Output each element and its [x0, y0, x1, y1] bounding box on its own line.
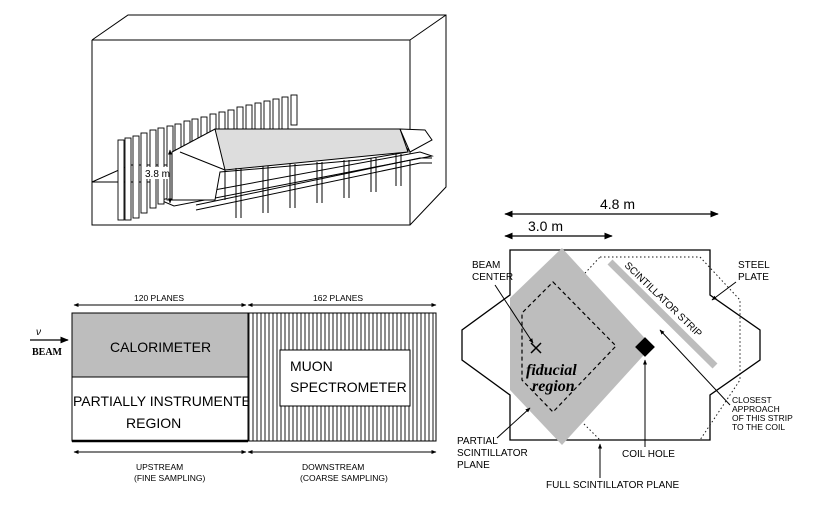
plane-view-diagram: 4.8 m 3.0 m SCINTILLATOR STRIP BEAM CENT… — [457, 196, 793, 491]
spectrometer-body — [171, 128, 433, 201]
coil-hole — [635, 337, 655, 357]
partial-scintillator-label-1: PARTIAL — [457, 436, 498, 447]
support-legs — [195, 154, 432, 218]
height-label: 3.8 m — [145, 169, 170, 180]
closest-approach-label-3: OF THIS STRIP — [732, 413, 793, 423]
upstream-label-1: UPSTREAM — [136, 462, 183, 472]
scintillator-strip — [607, 259, 718, 369]
partial-scintillator-label-3: PLANE — [457, 460, 490, 471]
fiducial-region — [521, 281, 617, 413]
coil-hole-label: COIL HOLE — [622, 449, 675, 460]
calorimeter-label: CALORIMETER — [110, 339, 211, 355]
side-view-diagram: 120 PLANES 162 PLANES ν BEAM CALORIMETER… — [30, 293, 437, 483]
nu-symbol: ν — [36, 327, 41, 338]
partial-scintillator-leader — [496, 407, 531, 439]
muon-label-2: SPECTROMETER — [290, 379, 407, 395]
upstream-label-2: (FINE SAMPLING) — [134, 473, 205, 483]
beam-label: BEAM — [32, 347, 63, 358]
steel-plate-leader — [711, 281, 737, 301]
closest-approach-label-4: TO THE COIL — [732, 422, 785, 432]
closest-approach-label-1: CLOSEST — [732, 395, 772, 405]
closest-approach-leader — [659, 329, 731, 406]
upstream-planes-label: 120 PLANES — [134, 293, 184, 303]
partial-region-label-2: REGION — [126, 415, 181, 431]
calorimeter-region — [71, 312, 249, 378]
sampling-dimensions: UPSTREAM (FINE SAMPLING) DOWNSTREAM (COA… — [73, 450, 437, 483]
downstream-label-2: (COARSE SAMPLING) — [300, 473, 388, 483]
closest-approach-label-2: APPROACH — [732, 404, 780, 414]
downstream-planes-label: 162 PLANES — [313, 293, 363, 303]
muon-label-1: MUON — [290, 358, 333, 374]
partial-scintillator-label-2: SCINTILLATOR — [457, 448, 528, 459]
partial-region-label-1: PARTIALLY INSTRUMENTED — [73, 393, 261, 409]
downstream-label-1: DOWNSTREAM — [302, 462, 364, 472]
width-dimensions: 4.8 m 3.0 m — [504, 196, 719, 240]
partial-scintillator-plane — [510, 248, 652, 445]
fiducial-label-1: fiducial — [526, 362, 577, 379]
detector-3d-drawing: 3.8 m — [91, 14, 447, 226]
plane-count-dimensions: 120 PLANES 162 PLANES — [73, 293, 437, 307]
muon-label-box — [279, 349, 411, 407]
fiducial-label-2: region — [532, 378, 575, 395]
beam-arrow: ν BEAM — [30, 327, 69, 358]
steel-plate-label-2: PLATE — [738, 272, 769, 283]
width-outer-label: 4.8 m — [600, 196, 635, 212]
full-scintillator-label: FULL SCINTILLATOR PLANE — [546, 480, 680, 491]
width-inner-label: 3.0 m — [528, 218, 563, 234]
beam-center-marker — [530, 342, 542, 354]
beam-center-label-2: CENTER — [472, 272, 513, 283]
height-dimension: 3.8 m — [144, 149, 172, 204]
beam-center-leader — [494, 284, 534, 344]
partially-instrumented-region — [71, 376, 249, 442]
beam-center-label-1: BEAM — [472, 260, 500, 271]
steel-plate-label-1: STEEL — [738, 260, 770, 271]
